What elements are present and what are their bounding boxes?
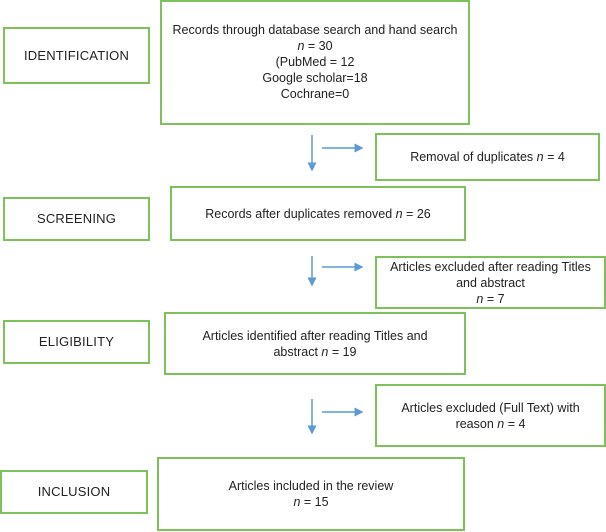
records-search-box: Records through database search and hand… xyxy=(160,0,470,125)
n-value: = 19 xyxy=(328,344,357,359)
stage-label: SCREENING xyxy=(36,211,117,226)
stage-label: ELIGIBILITY xyxy=(38,334,115,349)
stage-inclusion: INCLUSION xyxy=(0,470,148,514)
text: Records after duplicates removed xyxy=(205,206,396,221)
excluded-fulltext-line2: reason n = 4 xyxy=(456,416,526,432)
n-label: n xyxy=(476,291,484,306)
n-value: = 26 xyxy=(402,206,431,221)
removal-duplicates-box: Removal of duplicates n = 4 xyxy=(375,133,600,181)
identified-line1: Articles identified after reading Titles… xyxy=(202,328,428,343)
stage-eligibility: ELIGIBILITY xyxy=(3,320,150,364)
records-search-count: n = 30 xyxy=(297,38,332,54)
n-label: n xyxy=(297,39,305,53)
text: Removal of duplicates xyxy=(410,150,537,164)
n-value: = 4 xyxy=(504,416,526,431)
included-box: Articles included in the review n = 15 xyxy=(157,457,465,531)
removal-text: Removal of duplicates n = 4 xyxy=(410,149,565,165)
included-line1: Articles included in the review xyxy=(228,479,394,493)
n-value: = 4 xyxy=(543,150,565,164)
n-label: n xyxy=(293,495,301,509)
identified-line2: abstract n = 19 xyxy=(273,344,356,360)
stage-label: INCLUSION xyxy=(37,484,111,499)
n-label: n xyxy=(536,150,544,164)
included-count: n = 15 xyxy=(293,494,328,510)
records-search-cochrane: Cochrane=0 xyxy=(280,87,350,101)
after-duplicates-text: Records after duplicates removed n = 26 xyxy=(205,206,430,222)
excluded-titles-box: Articles excluded after reading Titles a… xyxy=(375,256,606,309)
after-duplicates-box: Records after duplicates removed n = 26 xyxy=(170,186,466,241)
excluded-fulltext-box: Articles excluded (Full Text) with reaso… xyxy=(375,384,606,447)
stage-identification: IDENTIFICATION xyxy=(3,27,150,84)
records-search-line1: Records through database search and hand… xyxy=(172,23,458,37)
records-search-pubmed: (PubMed = 12 xyxy=(275,55,355,69)
excluded-titles-count: n = 7 xyxy=(476,291,504,307)
text: abstract xyxy=(273,344,322,359)
excluded-titles-line1: Articles excluded after reading Titles xyxy=(390,259,591,274)
n-value: = 30 xyxy=(304,39,333,53)
n-label: n xyxy=(497,416,505,431)
excluded-titles-line2: and abstract xyxy=(456,275,525,290)
n-value: = 7 xyxy=(483,291,505,306)
n-value: = 15 xyxy=(300,495,329,509)
records-search-scholar: Google scholar=18 xyxy=(262,71,368,85)
text: reason xyxy=(455,416,498,431)
n-label: n xyxy=(395,206,403,221)
stage-label: IDENTIFICATION xyxy=(23,47,130,63)
excluded-fulltext-line1: Articles excluded (Full Text) with xyxy=(401,400,580,415)
n-label: n xyxy=(321,344,329,359)
stage-screening: SCREENING xyxy=(3,197,150,241)
identified-box: Articles identified after reading Titles… xyxy=(164,312,466,375)
